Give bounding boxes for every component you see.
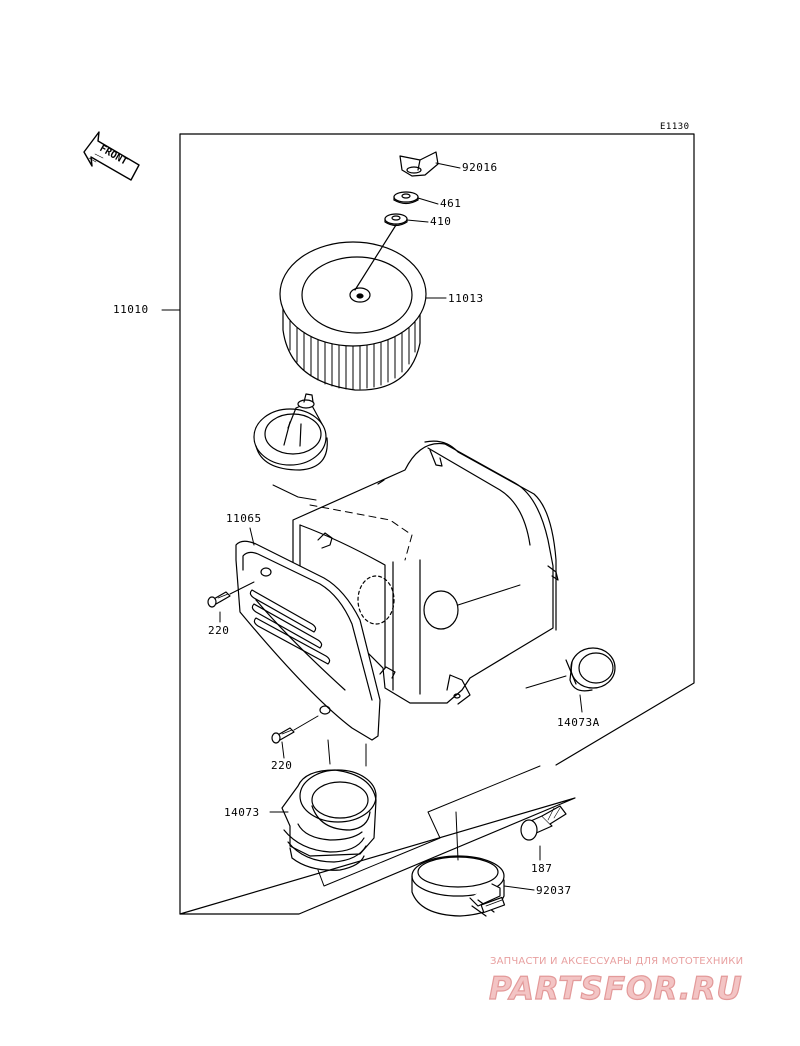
part-number-187[interactable]: 187	[531, 862, 553, 875]
assembly-boundary	[179, 133, 695, 915]
part-number-410[interactable]: 410	[430, 215, 452, 228]
washer-461-part	[393, 191, 419, 205]
hose-clamp-part	[411, 811, 506, 917]
intake-duct-part	[281, 739, 377, 871]
diagram-code: E1130	[660, 122, 690, 132]
air-filter-element-part	[279, 224, 427, 391]
part-number-11065[interactable]: 11065	[226, 512, 262, 525]
part-number-14073A[interactable]: 14073A	[557, 716, 600, 729]
part-number-92037[interactable]: 92037	[536, 884, 572, 897]
watermark-logo: PARTSFOR.RU	[488, 970, 743, 1007]
screw-lower-part	[271, 715, 319, 744]
leader-duct-boundary	[317, 765, 541, 887]
cover-plate-part	[235, 540, 381, 741]
leader-holder-to-box	[272, 484, 317, 501]
watermark-logo-text: PARTSFOR.RU	[489, 971, 743, 1007]
front-arrow-icon: FRONT	[83, 131, 140, 181]
screw-upper-part	[207, 581, 255, 608]
wing-nut-part	[399, 151, 439, 177]
part-number-220-upper[interactable]: 220	[208, 624, 230, 637]
washer-410-part	[384, 213, 408, 227]
filter-holder-part	[253, 393, 328, 471]
part-number-220-lower[interactable]: 220	[271, 759, 293, 772]
part-number-461[interactable]: 461	[440, 197, 462, 210]
part-number-11010[interactable]: 11010	[113, 303, 149, 316]
bolt-187-part	[520, 805, 567, 861]
drain-cap-part	[525, 647, 616, 692]
watermark-tagline: ЗАПЧАСТИ И АКСЕССУАРЫ ДЛЯ МОТОТЕХНИКИ	[490, 956, 744, 967]
part-number-11013[interactable]: 11013	[448, 292, 484, 305]
part-number-92016[interactable]: 92016	[462, 161, 498, 174]
part-number-14073[interactable]: 14073	[224, 806, 260, 819]
leader-lines	[161, 162, 583, 891]
